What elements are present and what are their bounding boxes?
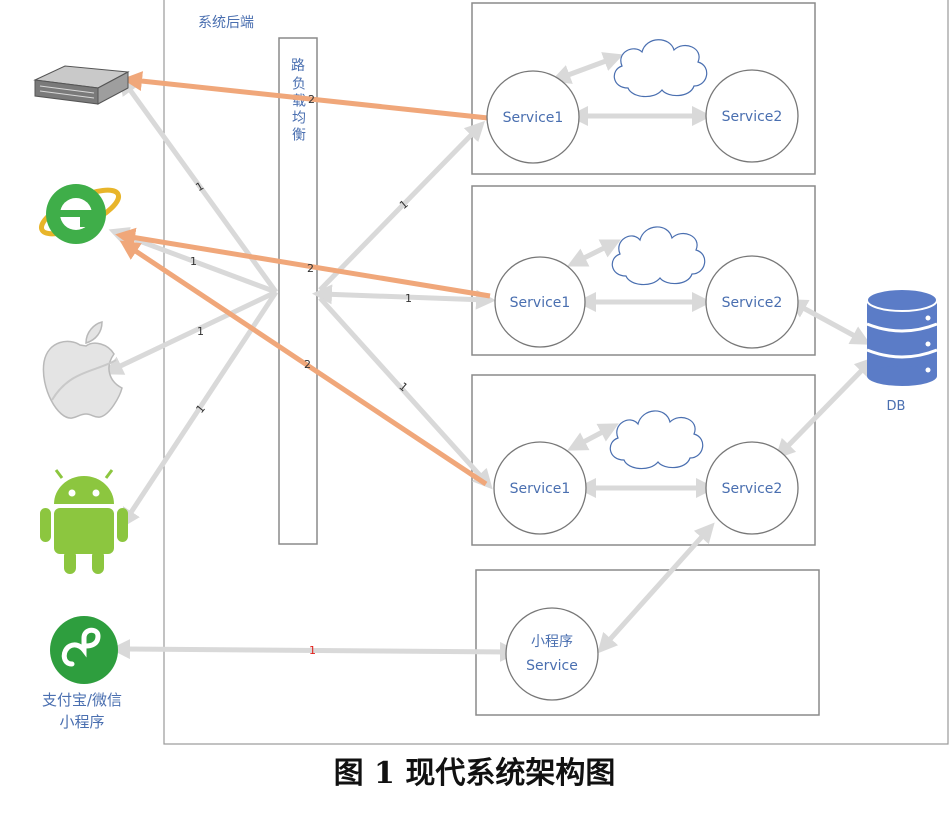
db-label: DB [887,399,906,414]
apple-icon [42,321,123,419]
service2-db-arrow-2 [775,356,875,460]
miniprogram-service-line1: 小程序 [531,634,573,650]
cloud-icon [611,226,706,286]
cloud-icon [613,39,708,98]
service2-node [705,441,799,535]
edge-label: 2 [307,262,314,275]
service1-label: Service1 [510,481,571,497]
client-label-line2: 小程序 [59,713,104,731]
backend-frame [163,0,949,745]
lb-service1-top-arrow [318,120,485,292]
service2-db-arrow-1 [787,299,871,345]
service2-node [705,69,799,163]
group3-cloud-arrow [567,423,619,451]
apple-lb-arrow [102,289,278,375]
service1-node [486,70,580,164]
service1-label: Service1 [503,110,564,126]
miniprogram-service-node [505,607,599,701]
client-label-line1: 支付宝/微信 [42,691,122,709]
database-icon [866,288,938,386]
service-group-box-1 [471,2,816,175]
service1-ie-orange-arrow [115,227,491,299]
load-balancer-label: 负载均衡 [290,76,306,144]
service2-label: Service2 [722,109,783,125]
lb-service1-bottom-arrow [318,296,493,490]
edge-label: 1 [405,292,412,305]
cloud-icon [609,410,704,470]
edge-label: 1 [190,255,197,268]
service-group-box-2 [471,185,816,356]
service1-node [493,441,587,535]
ie-lb-arrow [108,227,277,295]
group1-cloud-arrow [550,52,624,84]
lb-service1-mid-arrow [312,284,496,310]
load-balancer-glyph: 路 [291,58,305,74]
group2-cloud-arrow [567,239,621,267]
service1-bottom-ie-orange-arrow [119,240,488,487]
edge-label: 2 [304,358,311,371]
service2-label: Service2 [722,481,783,497]
service1-server-orange-arrow [122,71,489,121]
figure-caption: 图 1 现代系统架构图 [333,756,616,791]
mini-client-arrow [110,639,520,662]
load-balancer-bar [278,37,318,545]
backend-title: 系统后端 [198,15,254,31]
mini-service2-arrow [597,522,715,654]
service2-node [705,255,799,349]
server-icon [33,65,130,105]
android-icon [40,469,128,574]
service1-label: Service1 [510,295,571,311]
edge-label: 1 [197,325,204,338]
ie-icon [38,184,122,244]
miniprogram-service-line2: Service [526,658,578,674]
miniprogram-icon [50,616,118,684]
edge-label: 2 [308,93,315,106]
edge-label-red: 1 [309,644,316,657]
service2-label: Service2 [722,295,783,311]
service1-node [494,256,586,348]
